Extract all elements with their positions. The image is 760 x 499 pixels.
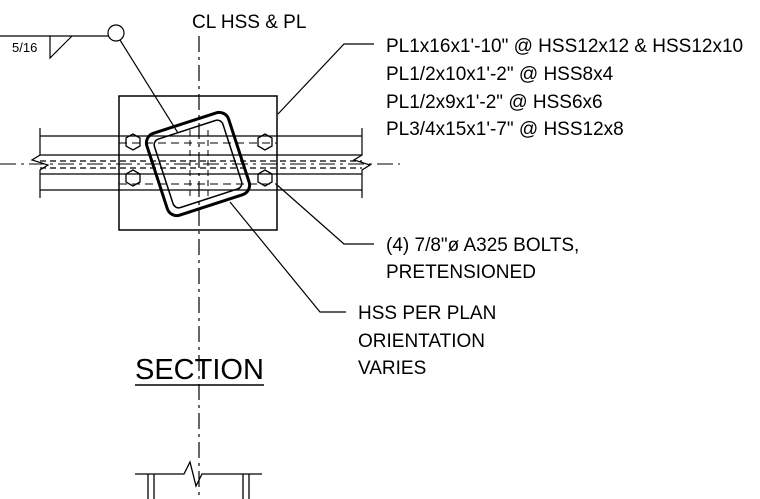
centerline-label: CL HSS & PL (192, 12, 306, 33)
section-title: SECTION (135, 354, 264, 386)
plate-callout-line-4: PL3/4x15x1'-7" @ HSS12x8 (386, 119, 624, 140)
weld-size-label: 5/16 (12, 40, 37, 55)
plate-callout-line-3: PL1/2x9x1'-2" @ HSS6x6 (386, 92, 603, 113)
beam-section (0, 128, 400, 198)
weld-leader-line (119, 39, 179, 134)
lower-partial-section (135, 460, 262, 499)
field-weld-circle (107, 24, 125, 42)
bolt-bottom-right (257, 169, 273, 187)
base-plate (118, 95, 278, 231)
hss-callout-line-1: HSS PER PLAN (358, 303, 496, 324)
bolt-top-left (125, 133, 141, 151)
bolt-bottom-left (125, 169, 141, 187)
plate-leader-line (277, 43, 374, 115)
bolt-top-right (257, 133, 273, 151)
bolt-callout-line-1: (4) 7/8"ø A325 BOLTS, (386, 235, 579, 256)
bolt-leader-line (275, 183, 374, 245)
plate-callout-line-1: PL1x16x1'-10" @ HSS12x12 & HSS12x10 (386, 36, 743, 57)
hss-tube (144, 110, 252, 218)
weld-symbol: 5/16 (0, 24, 179, 134)
plate-callout-line-2: PL1/2x10x1'-2" @ HSS8x4 (386, 64, 614, 85)
bolt-callout-line-2: PRETENSIONED (386, 262, 536, 283)
hss-callout-line-2: ORIENTATION (358, 331, 485, 352)
hss-leader-line (229, 201, 346, 313)
hss-callout-line-3: VARIES (358, 358, 426, 379)
bolts (125, 130, 273, 200)
